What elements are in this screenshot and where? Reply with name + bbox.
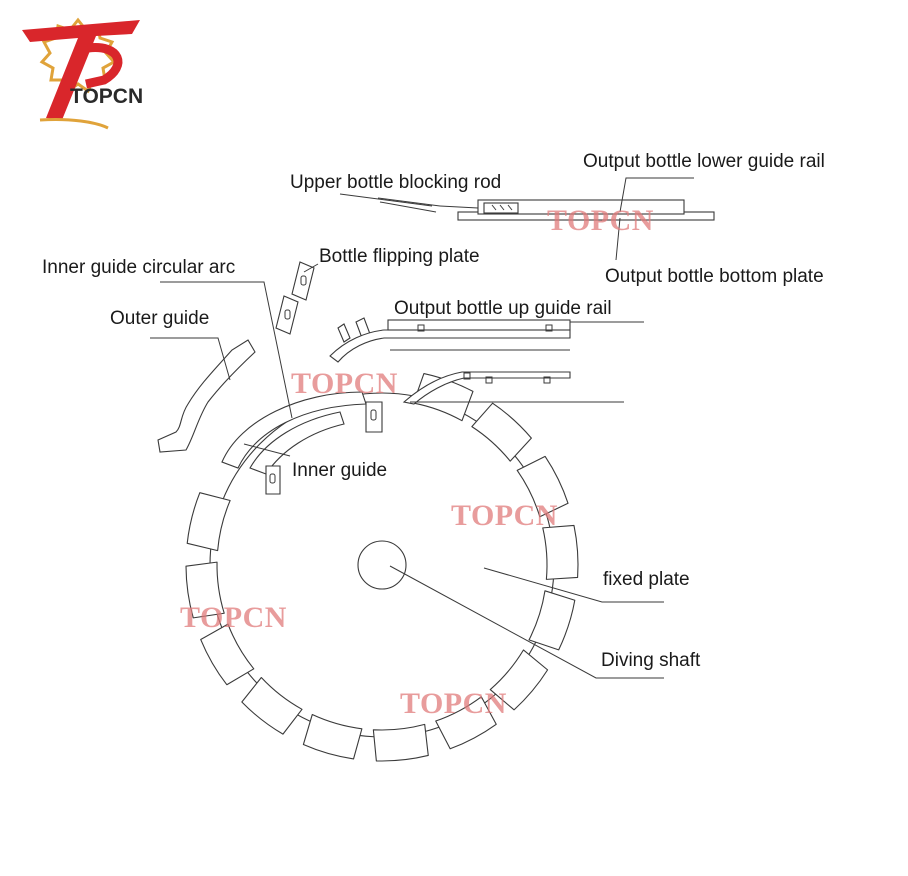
dial-pocket: [489, 649, 549, 711]
leader-fixed-plate: [483, 567, 664, 603]
label-output-bottle-up-guide-rail: Output bottle up guide rail: [394, 298, 612, 319]
label-outer-guide: Outer guide: [110, 308, 209, 329]
flipping-plate-slot: [370, 409, 377, 421]
dial-pocket: [516, 455, 569, 518]
dial-pocket: [185, 561, 225, 619]
label-inner-guide: Inner guide: [292, 460, 387, 481]
flipping-plate-3: [265, 465, 281, 495]
leader-output-bottom-plate: [615, 217, 621, 261]
rail-bolt: [463, 372, 471, 380]
rail-bolt: [543, 376, 551, 384]
inner-guide-part: [249, 411, 345, 475]
leader-inner-guide: [243, 443, 291, 457]
watermark-text: TOPCN: [451, 499, 558, 532]
dial-pocket: [471, 402, 532, 462]
up-guide-rail-top: [387, 319, 571, 331]
flipping-plate-slot: [269, 473, 276, 484]
label-fixed-plate: fixed plate: [603, 569, 690, 590]
lower-guide-rail-bar: [402, 371, 571, 405]
diving-shaft-hub: [357, 540, 407, 590]
watermarks: TOPCN TOPCN TOPCN TOPCN TOPCN: [180, 204, 654, 720]
flipping-plate-2: [275, 295, 299, 335]
leader-outer-guide: [150, 337, 231, 381]
label-output-bottle-lower-guide-rail: Output bottle lower guide rail: [583, 151, 825, 172]
rail-bolt: [545, 324, 553, 332]
label-bottle-flipping-plate: Bottle flipping plate: [319, 246, 480, 267]
logo-p-mark-icon: [85, 43, 123, 89]
dial-pocket: [528, 590, 576, 651]
labels: Upper bottle blocking rod Output bottle …: [42, 151, 825, 671]
logo-brand-text: TOPCN: [70, 85, 143, 108]
output-up-guide-rail: [329, 317, 624, 405]
blocking-rod-line: [377, 197, 441, 207]
inner-guide-circular-arc-part: [221, 391, 367, 469]
logo-t-mark-icon: [22, 20, 140, 120]
blocking-rod-bracket: [483, 202, 519, 214]
leader-diving-shaft: [389, 565, 664, 679]
label-output-bottle-bottom-plate: Output bottle bottom plate: [605, 266, 824, 287]
rail-bolt: [485, 376, 493, 384]
flipping-plate-slot: [284, 309, 291, 320]
watermark-text: TOPCN: [400, 687, 507, 720]
dial-pocket: [186, 492, 231, 552]
label-diving-shaft: Diving shaft: [601, 650, 701, 671]
dial-assembly: [185, 372, 579, 762]
watermark-text: TOPCN: [180, 601, 287, 634]
logo-swoosh-icon: [39, 118, 109, 130]
watermark-text: TOPCN: [291, 367, 398, 400]
label-upper-bottle-blocking-rod: Upper bottle blocking rod: [290, 172, 501, 193]
output-lower-guide-rail-part: [477, 199, 685, 215]
rail-tab: [337, 323, 351, 343]
bracket-detail: [499, 204, 505, 211]
up-guide-rail-bar: [329, 329, 571, 363]
watermark-text: TOPCN: [547, 204, 654, 237]
dial-pocket: [200, 623, 255, 686]
dial-pocket: [372, 723, 429, 762]
topcn-logo: TOPCN: [22, 17, 143, 130]
dial-pocket: [241, 676, 303, 735]
leader-inner-guide-arc: [160, 281, 293, 419]
flipping-plate-1: [291, 261, 315, 301]
rail-bolt: [417, 324, 425, 332]
dial-pocket: [542, 524, 579, 580]
leader-flipping-plate: [303, 263, 319, 273]
flipping-plate-4: [365, 401, 383, 433]
bracket-detail: [491, 204, 497, 211]
label-inner-guide-circular-arc: Inner guide circular arc: [42, 257, 235, 278]
outer-guide-part: [157, 339, 256, 453]
leader-upper-blocking-rod: [339, 193, 433, 207]
bottle-flipping-plates: [265, 261, 383, 495]
blocking-rod-line: [439, 205, 479, 209]
dial-pocket: [302, 713, 363, 760]
leader-lines: [150, 177, 694, 679]
blocking-rod-line: [379, 201, 437, 213]
dial-pockets: [185, 372, 579, 762]
dial-pocket: [435, 696, 497, 750]
leader-output-lower-rail: [619, 177, 694, 213]
bracket-detail: [507, 204, 513, 211]
flipping-plate-slot: [300, 275, 307, 286]
output-top-assembly: [377, 197, 715, 221]
